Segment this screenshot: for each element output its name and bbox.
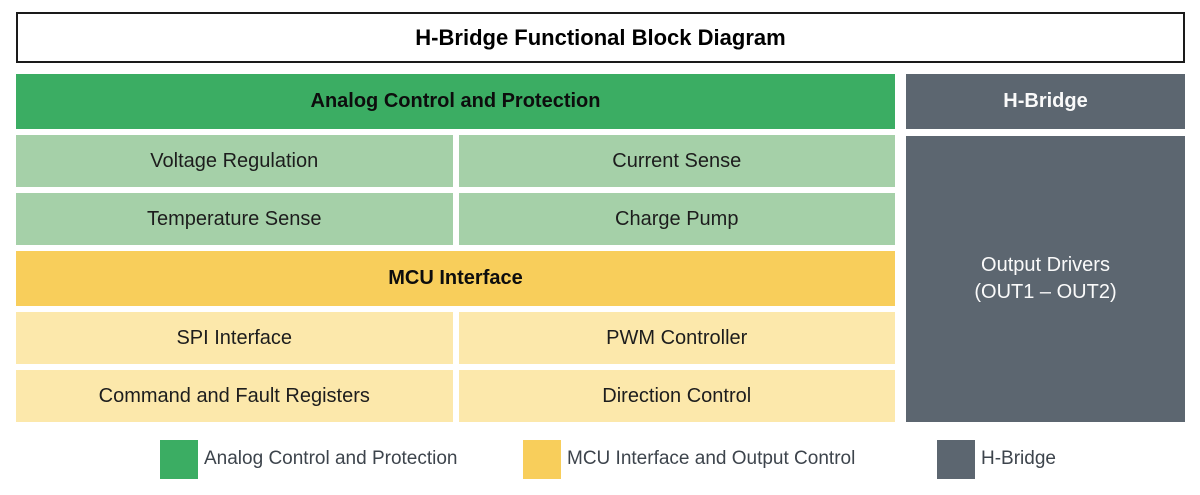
h-bridge-header-block: H-Bridge — [906, 74, 1185, 129]
legend-item-analog: Analog Control and Protection — [160, 439, 458, 479]
legend-label-mcu: MCU Interface and Output Control — [567, 448, 856, 469]
analog-row-2: Temperature Sense Charge Pump — [16, 193, 895, 245]
output-drivers-block: Output Drivers (OUT1 – OUT2) — [906, 136, 1185, 422]
diagram-title-bar: H-Bridge Functional Block Diagram — [16, 12, 1185, 63]
diagram-title: H-Bridge Functional Block Diagram — [415, 24, 786, 50]
command-fault-registers-block: Command and Fault Registers — [16, 370, 453, 422]
current-sense-block: Current Sense — [458, 135, 895, 187]
charge-pump-block: Charge Pump — [458, 193, 895, 245]
legend-label-analog: Analog Control and Protection — [204, 448, 458, 469]
mcu-row-1: SPI Interface PWM Controller — [16, 312, 895, 364]
legend-item-mcu: MCU Interface and Output Control — [523, 439, 855, 479]
analog-control-header-block: Analog Control and Protection — [16, 74, 895, 129]
legend-item-hbridge: H-Bridge — [937, 439, 1056, 479]
mcu-interface-header-label: MCU Interface — [388, 267, 523, 289]
spi-interface-block: SPI Interface — [16, 312, 453, 364]
analog-row-1: Voltage Regulation Current Sense — [16, 135, 895, 187]
direction-control-block: Direction Control — [458, 370, 895, 422]
legend-swatch-gray — [937, 439, 975, 479]
control-sections-column: Analog Control and Protection Voltage Re… — [16, 74, 895, 422]
temperature-sense-block: Temperature Sense — [16, 193, 453, 245]
h-bridge-header-label: H-Bridge — [1003, 90, 1088, 112]
h-bridge-column: H-Bridge Output Drivers (OUT1 – OUT2) — [906, 74, 1185, 422]
analog-control-header-label: Analog Control and Protection — [310, 90, 601, 112]
pwm-controller-block: PWM Controller — [458, 312, 895, 364]
mcu-interface-header-block: MCU Interface — [16, 251, 895, 306]
output-drivers-line1: Output Drivers — [981, 254, 1110, 276]
output-drivers-line2: (OUT1 – OUT2) — [974, 281, 1117, 303]
legend-label-hbridge: H-Bridge — [981, 448, 1056, 469]
voltage-regulation-block: Voltage Regulation — [16, 135, 453, 187]
mcu-row-2: Command and Fault Registers Direction Co… — [16, 370, 895, 422]
legend-swatch-yellow — [523, 439, 561, 479]
legend-swatch-green — [160, 439, 198, 479]
diagram-body: Analog Control and Protection Voltage Re… — [16, 74, 1185, 422]
legend: Analog Control and Protection MCU Interf… — [16, 439, 1185, 479]
